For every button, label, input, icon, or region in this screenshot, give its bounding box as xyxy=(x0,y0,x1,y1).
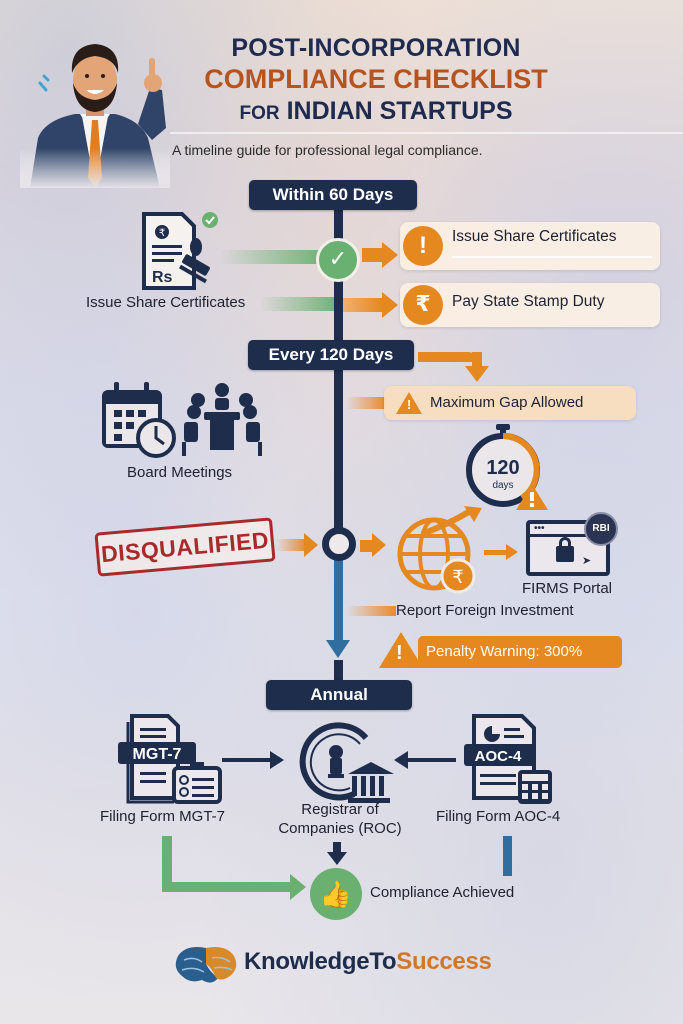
mgt7-to-roc-arrow-head-icon xyxy=(270,751,284,769)
timeline-line-annual xyxy=(334,660,343,682)
warning-triangle-icon xyxy=(396,392,422,414)
title-line-2: COMPLIANCE CHECKLIST xyxy=(204,64,548,94)
window-titlebar xyxy=(530,534,606,537)
node-arrow-bar xyxy=(360,540,374,552)
roc-label-line-1: Registrar of xyxy=(301,801,379,818)
globe-to-portal-arrow-bar xyxy=(484,550,508,555)
mgt7-to-roc-arrow-bar xyxy=(222,758,272,762)
connector-orange-gap xyxy=(346,397,386,409)
arrow-right-2-bar xyxy=(343,298,383,312)
roc-down-arrow-head-icon xyxy=(327,852,347,865)
aoc4-to-roc-arrow-bar xyxy=(406,758,456,762)
card-maximum-gap-allowed: ! Maximum Gap Allowed xyxy=(384,386,636,420)
connector-green-2 xyxy=(260,297,334,311)
rbi-badge-text: RBI xyxy=(592,523,610,534)
filing-aoc4-label: Filing Form AOC-4 xyxy=(436,808,561,825)
roc-emblem-icon xyxy=(294,716,394,808)
pill-every-120-days: Every 120 Days xyxy=(248,340,414,370)
penalty-warning-text: Penalty Warning: 300% xyxy=(426,643,583,660)
node-arrow-head-icon xyxy=(372,533,386,557)
pill-annual: Annual xyxy=(266,680,412,710)
globe-to-portal-arrow-head-icon xyxy=(506,544,518,560)
green-flow-horizontal xyxy=(162,882,292,892)
rbi-badge: RBI xyxy=(584,512,618,546)
cursor-icon: ➤ xyxy=(582,555,592,567)
stamp-arrow-head-icon xyxy=(304,533,318,557)
exclamation-icon: ! xyxy=(403,226,443,266)
board-meetings-label: Board Meetings xyxy=(127,464,233,481)
board-meeting-calendar-icon xyxy=(98,380,278,460)
card-divider xyxy=(452,256,652,258)
title-line-3: FOR INDIAN STARTUPS xyxy=(176,97,576,126)
stopwatch-120-days-icon: 120 days xyxy=(462,422,552,512)
timeline-arrow-down-icon xyxy=(326,640,350,658)
green-flow-vertical xyxy=(162,836,172,892)
svg-text:MGT-7: MGT-7 xyxy=(133,746,182,763)
disqualified-stamp-text: DISQUALIFIED xyxy=(100,526,270,568)
orange-bent-arrow-bar xyxy=(418,352,478,362)
connector-green-1 xyxy=(220,250,320,264)
share-certificate-icon: ₹ Rs xyxy=(140,212,230,292)
warning-mark: ! xyxy=(407,397,412,412)
report-foreign-investment-label: Report Foreign Investment xyxy=(396,602,574,619)
green-flow-arrow-head-icon xyxy=(290,874,306,900)
header-divider xyxy=(170,132,683,134)
filing-mgt7-label: Filing Form MGT-7 xyxy=(100,808,226,825)
card-issue-share-certificates: ! Issue Share Certificates xyxy=(400,222,660,270)
aoc4-form-icon: AOC-4 xyxy=(460,714,556,806)
subtitle: A timeline guide for professional legal … xyxy=(172,142,483,158)
roc-down-arrow-stem xyxy=(333,842,341,854)
svg-text:120: 120 xyxy=(486,457,519,479)
window-dots: ••• xyxy=(534,523,545,534)
roc-label-line-2: Companies (ROC) xyxy=(278,820,402,837)
penalty-warning-banner: Penalty Warning: 300% xyxy=(418,636,622,668)
firms-portal-label: FIRMS Portal xyxy=(522,580,613,597)
title-line-3-prefix: FOR xyxy=(239,103,280,124)
svg-text:days: days xyxy=(492,480,513,491)
check-node-icon: ✓ xyxy=(316,238,360,282)
brand-part-1: KnowledgeTo xyxy=(244,948,397,975)
report-connector xyxy=(346,606,396,616)
lock-shackle xyxy=(559,537,571,549)
foreign-investment-globe-icon: ₹ xyxy=(394,504,486,596)
issue-share-certificates-left-label: Issue Share Certificates xyxy=(86,294,246,311)
rupee-icon: ₹ xyxy=(403,285,443,325)
aoc4-to-roc-arrow-head-icon xyxy=(394,751,408,769)
card-label: Issue Share Certificates xyxy=(452,228,617,245)
orange-bent-arrow-head-icon xyxy=(465,366,489,382)
stamp-connector xyxy=(276,539,306,551)
svg-text:₹: ₹ xyxy=(159,228,165,239)
brand-wordmark: KnowledgeToSuccess xyxy=(244,948,492,976)
svg-text:AOC-4: AOC-4 xyxy=(475,748,522,765)
brand-part-2: Success xyxy=(396,948,492,975)
thumbs-up-icon: 👍 xyxy=(310,868,362,920)
arrow-right-1-head-icon xyxy=(382,242,398,268)
blue-flow-vertical xyxy=(503,836,512,876)
title-line-3-main: INDIAN STARTUPS xyxy=(286,97,513,125)
timeline-line-blue xyxy=(334,558,343,646)
orange-bent-arrow-stem xyxy=(472,352,482,368)
compliance-achieved-label: Compliance Achieved xyxy=(370,884,515,901)
pill-within-60-days: Within 60 Days xyxy=(249,180,417,210)
penalty-exclamation: ! xyxy=(396,642,403,664)
arrow-right-2-head-icon xyxy=(382,292,398,318)
arrow-right-1-icon xyxy=(362,248,384,262)
card-label: Pay State Stamp Duty xyxy=(452,293,605,310)
svg-text:₹: ₹ xyxy=(452,567,463,588)
timeline-line-top xyxy=(334,205,343,535)
lock-icon xyxy=(556,546,574,562)
brain-logo-icon xyxy=(172,944,240,986)
title-line-1: POST-INCORPORATION xyxy=(231,34,521,62)
card-pay-state-stamp-duty: ₹ Pay State Stamp Duty xyxy=(400,283,660,327)
disqualified-stamp: DISQUALIFIED xyxy=(94,517,276,577)
mgt7-form-icon: MGT-7 xyxy=(118,714,222,804)
svg-text:Rs: Rs xyxy=(152,269,173,286)
timeline-node-ring xyxy=(322,527,356,561)
penalty-warning-triangle-icon xyxy=(379,632,423,668)
maximum-gap-label: Maximum Gap Allowed xyxy=(430,394,584,411)
presenter-illustration xyxy=(20,28,170,188)
